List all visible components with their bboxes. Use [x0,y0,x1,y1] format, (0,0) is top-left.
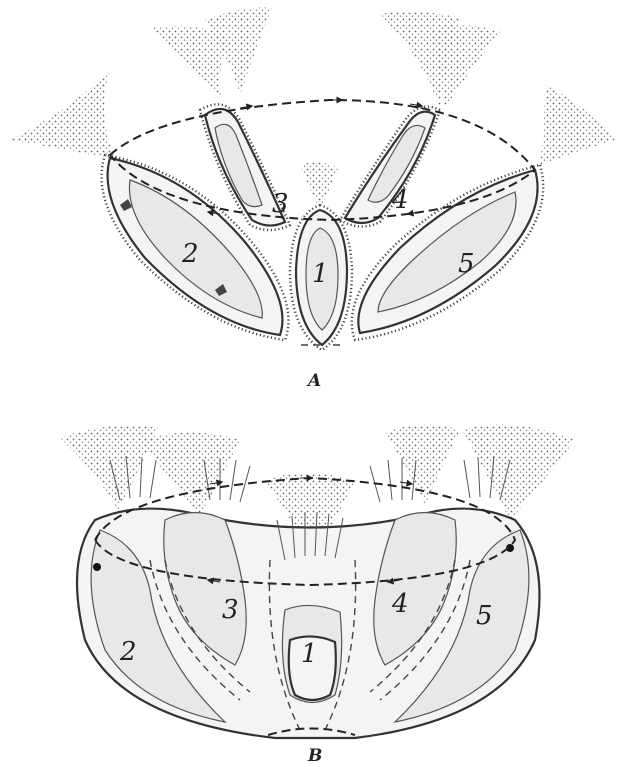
panel-caption-a: A [306,371,321,391]
zooid-label-1-a: 1 [312,259,329,289]
zooid-label-3-a: 3 [272,189,289,219]
zooid-4-a [340,107,440,227]
panel-b: 1 2 3 4 5 B [60,424,575,766]
zooid-label-2-b: 2 [119,637,137,667]
zooid-label-3-b: 3 [222,595,239,625]
panel-caption-b: B [307,746,322,766]
panel-a: 1 2 3 4 5 A [10,8,615,392]
zooid-label-2-a: 2 [181,239,199,269]
zooid-label-5-a: 5 [458,249,475,279]
zooid-label-4-b: 4 [391,589,409,619]
zooid-label-5-b: 5 [476,601,493,631]
zooid-label-1-b: 1 [301,639,318,669]
zooid-label-4-a: 4 [391,185,409,215]
